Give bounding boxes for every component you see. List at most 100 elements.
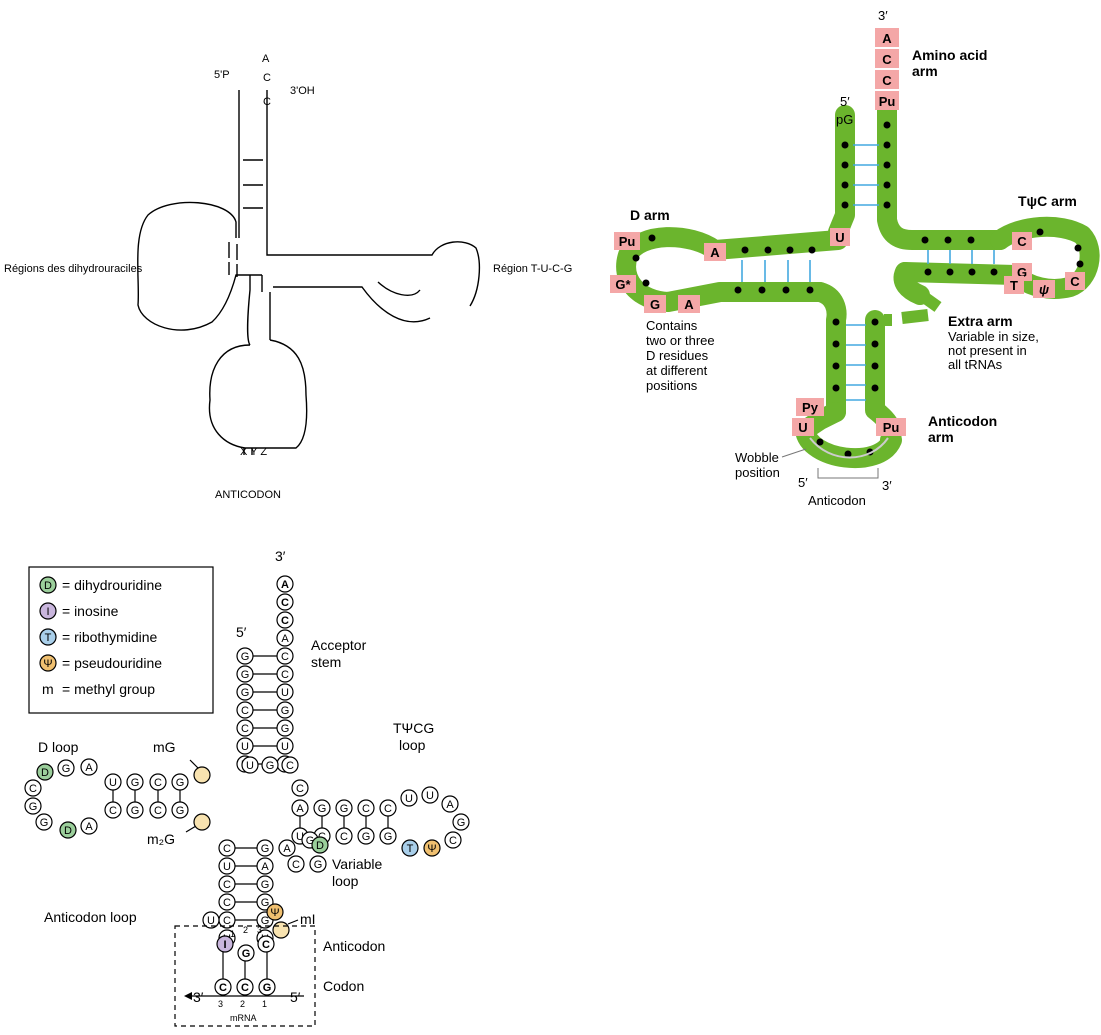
anticodon-arm-title-1: Anticodon bbox=[928, 413, 997, 429]
anticodon-arm-title-2: arm bbox=[928, 429, 954, 445]
legend-entry-0: D= dihydrouridine bbox=[39, 576, 162, 594]
t-end-nuc-0: U bbox=[400, 789, 418, 807]
d-left-nuc-3-letter: G bbox=[40, 817, 49, 829]
mrna-num-3: 3 bbox=[218, 999, 223, 1009]
ribbon-dot-23 bbox=[924, 268, 932, 276]
t-end-nuc-4-letter: C bbox=[449, 835, 457, 847]
cloverleaf-labels: 3′ 5′ Acceptor stem D loop mG m₂G TΨCG l… bbox=[38, 548, 434, 1023]
t-arm-box-3-text: ψ bbox=[1039, 282, 1049, 297]
codon-nuc-2-circle bbox=[258, 978, 276, 996]
ac-right-nuc-2-circle bbox=[256, 875, 274, 893]
stem-right-end-nuc-circle bbox=[291, 779, 309, 797]
ribothymidine-nuc: T bbox=[401, 839, 419, 857]
stem-right-nuc-2: U bbox=[276, 683, 294, 701]
d-arm-box-2-bg bbox=[610, 275, 636, 293]
d-top-nuc-3-letter: G bbox=[131, 777, 140, 789]
ribbon-dot-2 bbox=[841, 181, 849, 189]
five-prime-p-label: 5'P bbox=[214, 69, 230, 81]
anticodon-box-2-bg bbox=[876, 418, 906, 436]
t-arm-box-0-bg bbox=[1012, 232, 1032, 250]
ribbon-dot-19 bbox=[642, 279, 650, 287]
ac-right-nuc-3-letter: G bbox=[261, 897, 270, 909]
stem-right-nuc-4-letter: G bbox=[281, 723, 290, 735]
mg-label: mG bbox=[153, 739, 176, 755]
ribbon-dot-38 bbox=[816, 438, 824, 446]
t-top-nuc-3-circle bbox=[357, 799, 375, 817]
t-arm-box-4-text: C bbox=[1070, 274, 1080, 289]
anticodon-box-1-bg bbox=[792, 418, 814, 436]
t-arm-box-3-bg bbox=[1033, 280, 1055, 298]
anticodon-box-0: Py bbox=[796, 398, 824, 416]
ribbon-dot-13 bbox=[734, 286, 742, 294]
d-arm-box-4-text: A bbox=[684, 297, 694, 312]
ribothymidine-nuc-letter: T bbox=[407, 843, 414, 855]
tail-nuc-1-circle bbox=[276, 593, 294, 611]
tail-nuc-2-letter: C bbox=[281, 615, 289, 627]
d-arm-box-3-text: G bbox=[650, 297, 660, 312]
tail-nuc-1-letter: C bbox=[281, 597, 289, 609]
ribbon-dot-31 bbox=[832, 340, 840, 348]
d-left-nuc-1: C bbox=[24, 779, 42, 797]
d-left-nuc-1-circle bbox=[24, 779, 42, 797]
t-end-nuc-2: A bbox=[441, 795, 459, 813]
cloverleaf-nucleotides: ACCAGCGCGUCGCGUUUCCUGCGAUGCGGCGCADCGGDAG… bbox=[24, 575, 470, 996]
junction-nuc-1-letter: G bbox=[266, 760, 275, 772]
acceptor-box-2: C bbox=[875, 70, 899, 89]
legend-entry-4: m= methyl group bbox=[42, 681, 155, 697]
d-arm-box-3-bg bbox=[644, 295, 666, 313]
t-arm-box-1-text: G bbox=[1017, 265, 1027, 280]
d-arm-box-1: A bbox=[704, 243, 726, 261]
anticodon-nuc-1: G bbox=[237, 944, 255, 962]
extra-arm-dashes bbox=[884, 292, 942, 326]
anticodon-nuc-2-letter: C bbox=[262, 939, 270, 951]
mrna-num-2: 2 bbox=[240, 999, 245, 1009]
tpsic-arm-title: TψC arm bbox=[1018, 193, 1077, 209]
anticodon-nuc-2: C bbox=[257, 935, 275, 953]
pseudouridine-nuc-letter: Ψ bbox=[427, 843, 436, 855]
d-arm-box-2-text: G* bbox=[615, 277, 631, 292]
u-middle-box-text: U bbox=[835, 230, 844, 245]
junction-nuc-0-circle bbox=[241, 756, 259, 774]
anticodon-num-1: 1 bbox=[230, 929, 235, 939]
ac-right-nuc-4-letter: G bbox=[261, 915, 270, 927]
stem-right-nuc-2-letter: U bbox=[281, 687, 289, 699]
d-bottom-nuc-4-letter: A bbox=[85, 821, 93, 833]
ribbon-dot-35 bbox=[871, 340, 879, 348]
stem-right-nuc-4: G bbox=[276, 719, 294, 737]
d-arm-box-0-bg bbox=[614, 232, 640, 250]
legend-swatch-3 bbox=[39, 654, 57, 672]
t-bottom-nuc-2-letter: C bbox=[340, 831, 348, 843]
t-top-nuc-2: G bbox=[335, 799, 353, 817]
stem-left-nuc-0-letter: G bbox=[241, 651, 250, 663]
junction-nuc-0: U bbox=[241, 756, 259, 774]
ac-left-nuc-2: C bbox=[218, 875, 236, 893]
ribbon-dot-8 bbox=[883, 201, 891, 209]
base-c1-label: C bbox=[263, 72, 271, 84]
three-prime-oh-label: 3'OH bbox=[290, 85, 315, 97]
acceptor-box-3-bg bbox=[875, 91, 899, 110]
ribbon-dot-4 bbox=[883, 121, 891, 129]
d-left-nuc-1-letter: C bbox=[29, 783, 37, 795]
codon-nuc-0-circle bbox=[214, 978, 232, 996]
junction-nuc-0-letter: U bbox=[246, 760, 254, 772]
acceptor-box-0: A bbox=[875, 28, 899, 47]
m2g-label: m₂G bbox=[147, 831, 175, 847]
ribbon-dot-11 bbox=[786, 246, 794, 254]
t-end-nuc-1-letter: U bbox=[426, 790, 434, 802]
wobble-line-1: Wobble bbox=[735, 450, 779, 465]
pseudouridine-nuc: Ψ bbox=[423, 839, 441, 857]
mi-nuc bbox=[272, 921, 290, 939]
ac-left-nuc-0-circle bbox=[218, 839, 236, 857]
m2g-nuc-circle bbox=[193, 813, 211, 831]
legend-text-0: = dihydrouridine bbox=[62, 577, 162, 593]
ribbon-base-pairs bbox=[741, 144, 995, 401]
legend-entry-3: Ψ= pseudouridine bbox=[39, 654, 162, 672]
tpsicg-loop-label-2: loop bbox=[399, 737, 426, 753]
t-arm-box-3: ψ bbox=[1033, 280, 1055, 298]
d-bottom-nuc-0-letter: G bbox=[176, 805, 185, 817]
contains-line-1: two or three bbox=[646, 333, 715, 348]
variable-nuc-2: C bbox=[287, 855, 305, 873]
acceptor-box-2-bg bbox=[875, 70, 899, 89]
anticodon-nuc-2-circle bbox=[257, 935, 275, 953]
